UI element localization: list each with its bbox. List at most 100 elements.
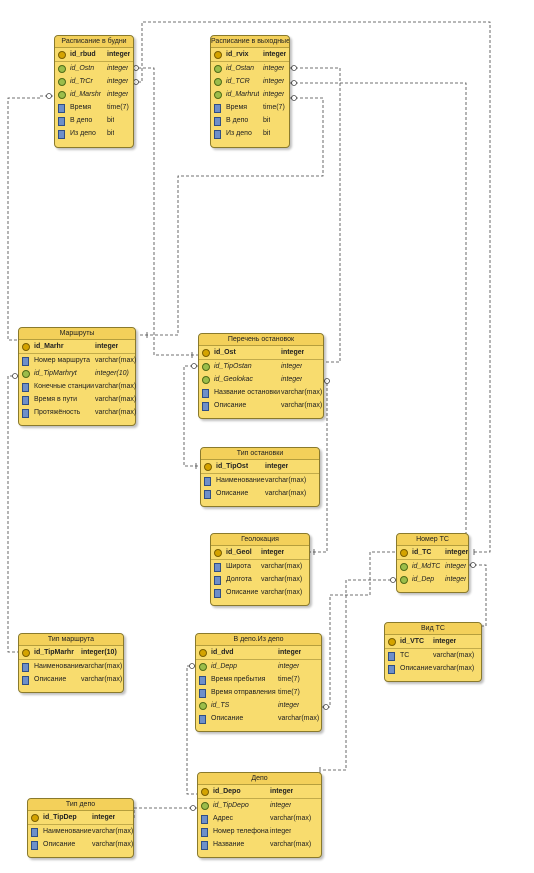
crow-foot-marker	[12, 373, 18, 379]
entity-title: Перечень остановок	[199, 334, 323, 346]
primary-key-icon	[400, 549, 408, 557]
column-type: varchar(max)	[95, 357, 137, 364]
entity-title: В депо.Из депо	[196, 634, 321, 646]
column-name: Описание	[400, 665, 433, 672]
column-type: varchar(max)	[281, 402, 323, 409]
column-name: Адрес	[213, 815, 234, 822]
column-type: integer	[445, 563, 467, 570]
column-icon	[201, 841, 208, 850]
column-type: varchar(max)	[433, 652, 475, 659]
foreign-key-icon	[58, 91, 66, 99]
foreign-key-row[interactable]: id_MdTC integer	[397, 560, 468, 573]
crow-foot-marker	[191, 363, 197, 369]
column-icon	[22, 383, 29, 392]
column-icon	[22, 357, 29, 366]
column-name: id_Dep	[412, 576, 435, 583]
link-nomertc-vidtc	[469, 564, 487, 627]
column-icon	[58, 104, 65, 113]
column-name: id_Depp	[211, 663, 238, 670]
column-name: id_TS	[211, 702, 230, 709]
link-depo-tipdepo	[133, 807, 197, 818]
column-name: id_MdTC	[412, 563, 441, 570]
column-icon	[31, 841, 38, 850]
entity-title: Депо	[198, 773, 321, 785]
column-name: id_TC	[412, 549, 432, 556]
crow-foot-marker	[323, 704, 329, 710]
crow-foot-marker	[190, 805, 196, 811]
column-name: Наименование	[43, 828, 92, 835]
column-type: varchar(max)	[270, 841, 312, 848]
column-name: id_TrCr	[70, 78, 93, 85]
entity-title: Тип маршрута	[19, 634, 123, 646]
primary-key-icon	[199, 649, 207, 657]
column-name: Номер телефона	[213, 828, 269, 835]
